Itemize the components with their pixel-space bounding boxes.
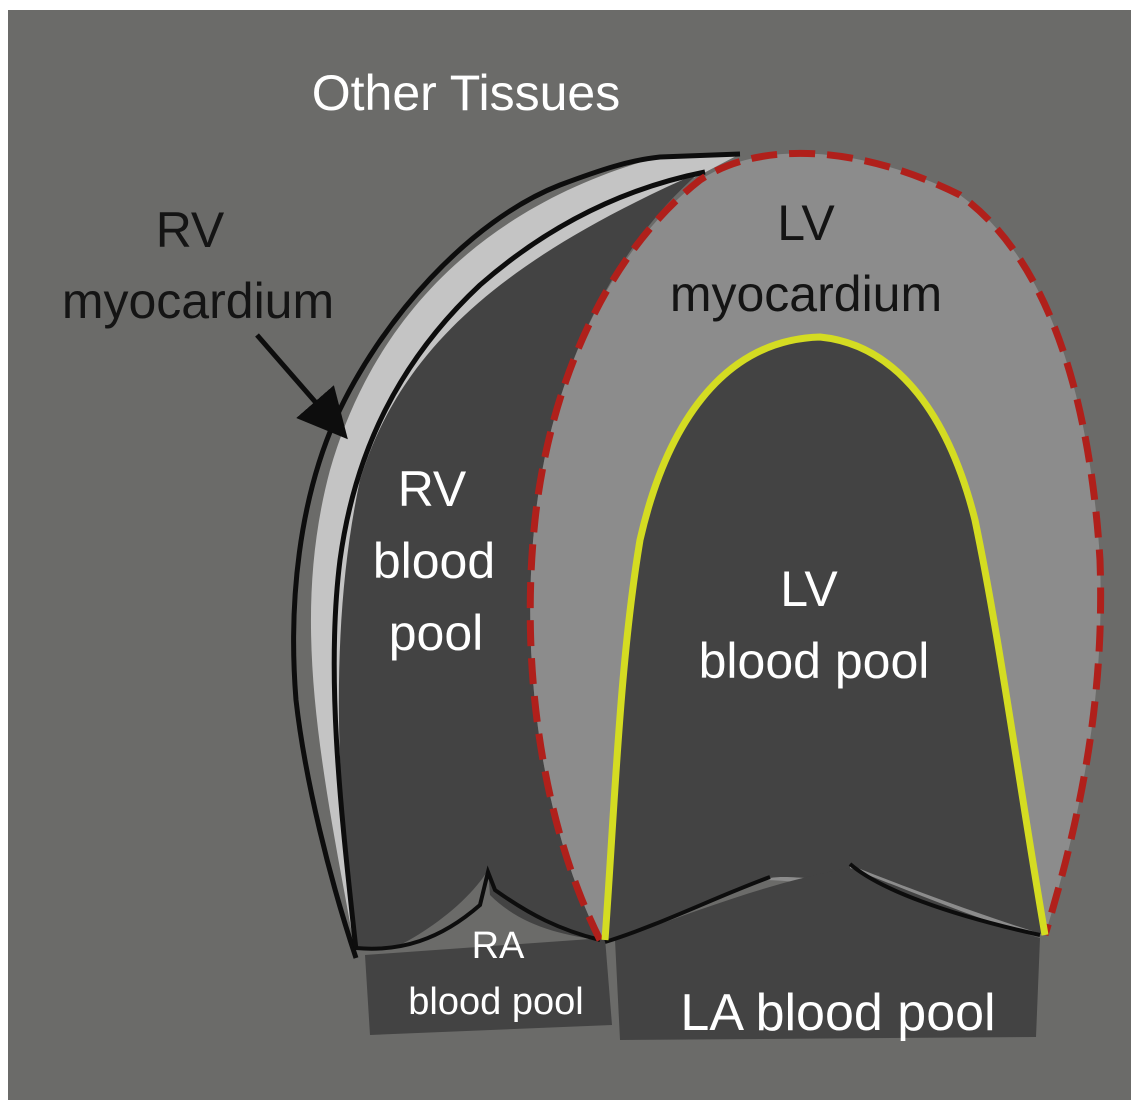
ra-blood-pool-label-line-1: RA [472, 925, 525, 967]
rv-myocardium-label-line-2: myocardium [62, 273, 334, 329]
lv-myocardium-label-line-2: myocardium [670, 266, 942, 322]
lv-blood-pool-label-line-1: LV [780, 561, 838, 617]
rv-blood-pool-label-line-1: RV [398, 461, 467, 517]
rv-blood-pool-label-line-2: blood [373, 533, 495, 589]
rv-blood-pool-label-line-3: pool [389, 605, 484, 661]
ra-blood-pool-label-line-2: blood pool [408, 981, 583, 1023]
la-blood-pool-label: LA blood pool [680, 984, 995, 1042]
lv-blood-pool-label-line-2: blood pool [699, 633, 930, 689]
rv-myocardium-label-line-1: RV [156, 202, 225, 258]
lv-myocardium-label-line-1: LV [777, 195, 835, 251]
other-tissues-label: Other Tissues [312, 65, 620, 121]
